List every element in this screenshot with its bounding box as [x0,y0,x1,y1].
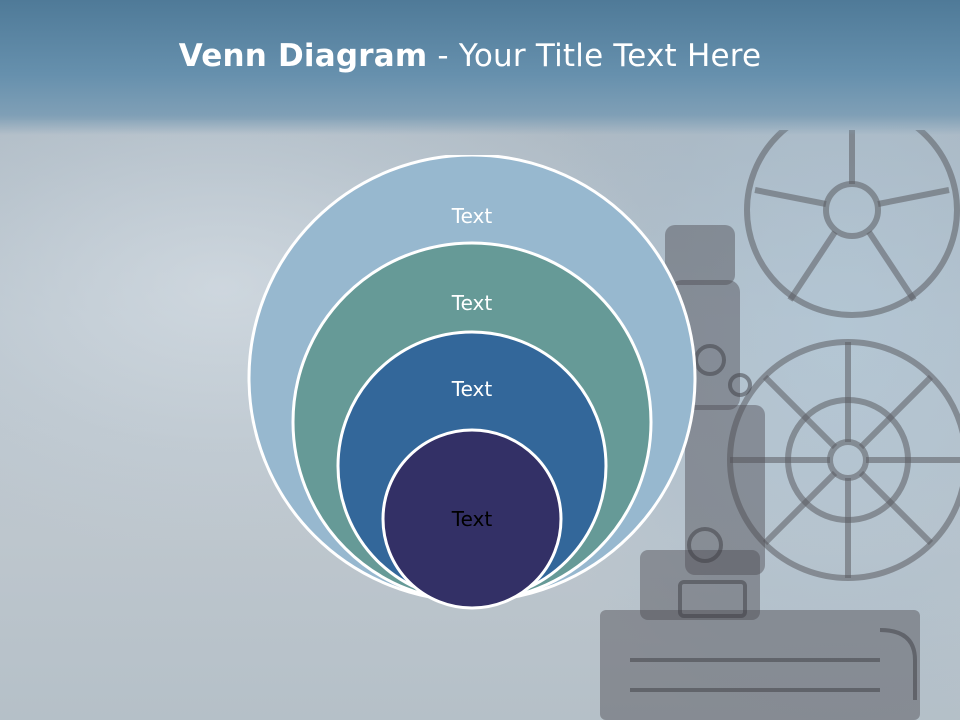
venn-circle-1-label: Text [451,204,493,228]
film-projector-image [600,130,960,720]
venn-circle-4-label: Text [451,507,493,531]
venn-circle-3-label: Text [451,377,493,401]
slide-title: Venn Diagram - Your Title Text Here [0,38,940,74]
title-bold: Venn Diagram [178,38,428,74]
venn-circle-2-label: Text [451,291,493,315]
venn-circle-4 [381,428,563,610]
title-rest: - Your Title Text Here [427,38,762,74]
title-band [0,0,960,135]
